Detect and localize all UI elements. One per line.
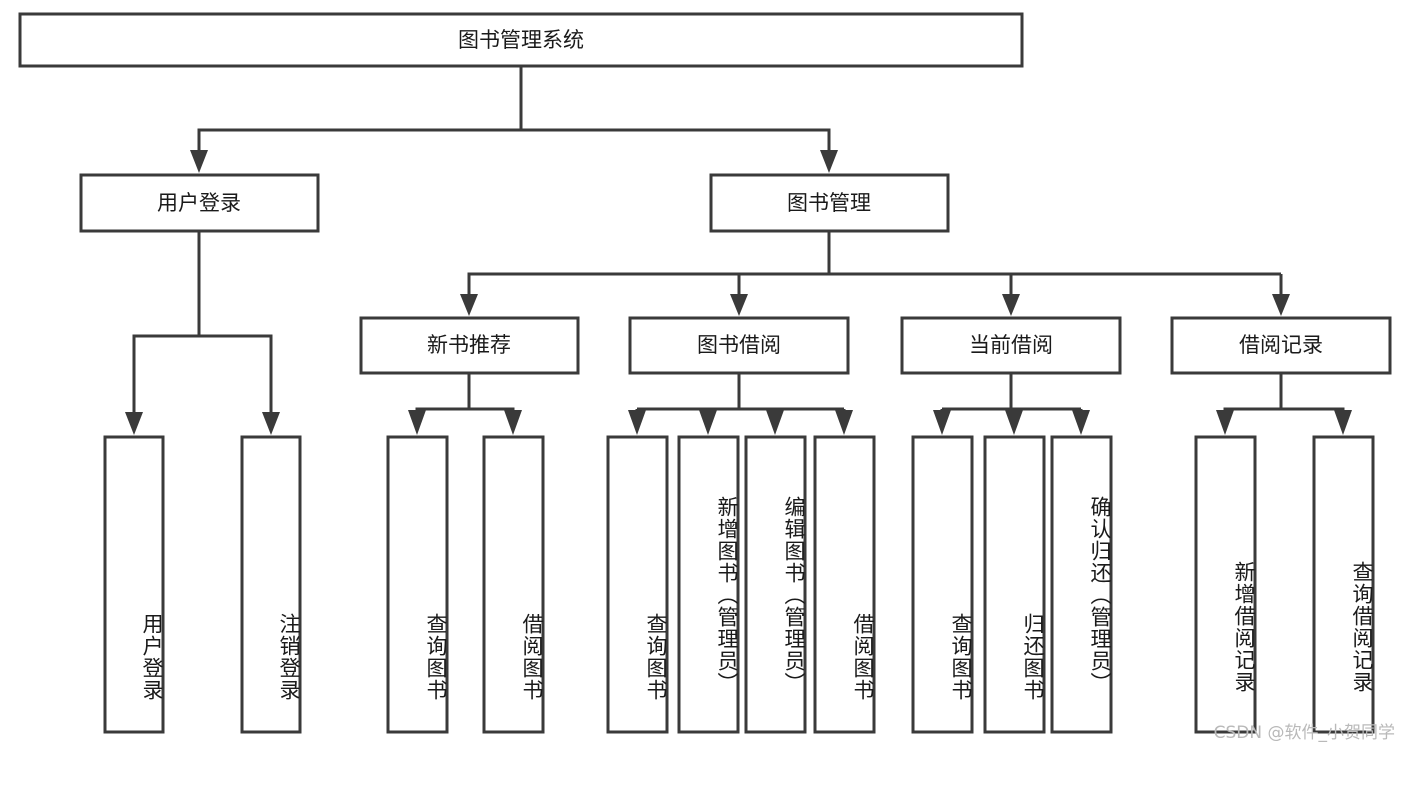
label-current-borrow: 当前借阅	[969, 333, 1053, 357]
arrowhead-leaf-add-book-admin	[699, 410, 717, 435]
connector-user-login-to-leaves	[125, 231, 280, 435]
node-box-leaf-return-book[interactable]	[983, 435, 1046, 734]
arrowhead-leaf-return-book	[1005, 410, 1023, 435]
arrowhead-leaf-add-borrow-record	[1216, 410, 1234, 435]
arrowhead-leaf-borrow-book-rec	[504, 410, 522, 435]
arrowhead-leaf-borrow-book	[835, 410, 853, 435]
arrowhead-user-login	[190, 150, 208, 173]
node-box-book-manage[interactable]	[709, 173, 950, 233]
label-user-login: 用户登录	[157, 191, 241, 215]
connector-root-to-user-login	[197, 66, 523, 150]
arrowhead-leaf-query-borrow-record	[1334, 410, 1352, 435]
node-box-leaf-borrow-book[interactable]	[813, 435, 876, 734]
node-box-new-book-recommend[interactable]	[359, 316, 580, 375]
node-box-leaf-query-book-rec[interactable]	[386, 435, 449, 734]
arrowhead-book-borrow	[730, 294, 748, 316]
arrowhead-leaf-confirm-return-admin	[1072, 410, 1090, 435]
connector-borrow-record-to-leaves	[1216, 373, 1352, 435]
node-box-current-borrow[interactable]	[900, 316, 1122, 375]
node-box-borrow-record[interactable]	[1170, 316, 1392, 375]
arrowhead-leaf-edit-book-admin	[766, 410, 784, 435]
label-new-book-recommend: 新书推荐	[427, 333, 511, 357]
node-box-user-login[interactable]	[79, 173, 320, 233]
arrowhead-leaf-query-book-cur	[933, 410, 951, 435]
arrowhead-leaf-user-login	[125, 412, 143, 435]
arrowhead-leaf-query-book-borrow	[628, 410, 646, 435]
node-box-leaf-borrow-book-rec[interactable]	[482, 435, 545, 734]
connector-root-to-book-manage	[521, 128, 831, 150]
connector-ul-right	[199, 334, 273, 412]
node-box-leaf-query-borrow-record[interactable]	[1312, 435, 1375, 734]
connector-book-manage-to-level3	[460, 231, 1290, 316]
node-box-leaf-confirm-return-admin[interactable]	[1050, 435, 1113, 734]
connector-nbr-left	[415, 373, 471, 412]
node-box-leaf-user-login[interactable]	[103, 435, 165, 734]
node-box-title[interactable]	[18, 12, 1024, 68]
label-book-borrow: 图书借阅	[697, 333, 781, 357]
arrowhead-new-book-recommend	[460, 294, 478, 316]
node-box-leaf-user-logout[interactable]	[240, 435, 302, 734]
node-rects	[18, 12, 1392, 734]
connector-new-book-recommend-to-leaves	[408, 373, 522, 435]
arrowhead-book-manage	[820, 150, 838, 173]
connector-book-borrow-to-leaves	[628, 373, 853, 435]
arrowhead-leaf-user-logout	[262, 412, 280, 435]
connector-br-left	[1223, 373, 1283, 412]
node-box-book-borrow[interactable]	[628, 316, 850, 375]
node-box-leaf-query-book-borrow[interactable]	[606, 435, 669, 734]
node-box-leaf-add-book-admin[interactable]	[677, 435, 740, 734]
connector-root-to-level2	[190, 66, 838, 173]
connector-bm-1	[467, 231, 831, 294]
arrowhead-borrow-record	[1272, 294, 1290, 316]
connector-ul-left	[132, 231, 201, 412]
node-labels-horizontal: 图书管理系统 用户登录 图书管理 新书推荐 图书借阅 当前借阅 借阅记录	[157, 28, 1323, 357]
node-box-leaf-edit-book-admin[interactable]	[744, 435, 807, 734]
flowchart-diagram: 图书管理系统 用户登录 图书管理 新书推荐 图书借阅 当前借阅 借阅记录 用户登…	[18, 12, 1395, 743]
label-borrow-record: 借阅记录	[1239, 333, 1323, 357]
connector-current-borrow-to-leaves	[933, 373, 1090, 435]
label-book-manage: 图书管理	[787, 191, 871, 215]
label-title: 图书管理系统	[458, 28, 584, 52]
node-box-leaf-query-book-cur[interactable]	[911, 435, 974, 734]
diagram-canvas: 图书管理系统 用户登录 图书管理 新书推荐 图书借阅 当前借阅 借阅记录	[18, 12, 1392, 734]
watermark-text: CSDN @软件_小贺同学	[1213, 723, 1395, 743]
connector-br-right	[1281, 407, 1345, 412]
arrowhead-current-borrow	[1002, 294, 1020, 316]
arrowhead-leaf-query-book-rec	[408, 410, 426, 435]
node-box-leaf-add-borrow-record[interactable]	[1194, 435, 1257, 734]
